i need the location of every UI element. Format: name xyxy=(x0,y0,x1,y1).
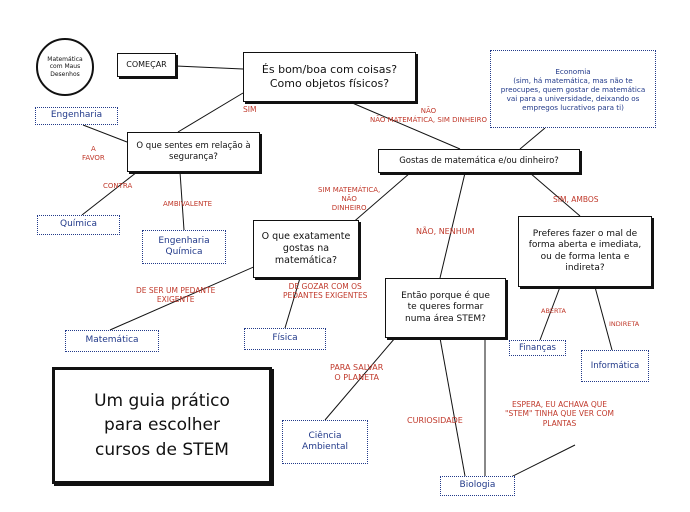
label-sim: SIM xyxy=(243,105,257,114)
answer-economia: Economia (sim, há matemática, mas não te… xyxy=(490,50,656,128)
edge-q5-ambiental xyxy=(324,337,396,421)
label-espera-plantas: ESPERA, EU ACHAVA QUE "STEM" TINHA QUE V… xyxy=(505,400,614,428)
start-label: COMEÇAR xyxy=(126,60,167,69)
answer-engenharia: Engenharia xyxy=(35,107,118,125)
edge-q3-q5 xyxy=(439,172,466,279)
question-physical-things: És bom/boa com coisas? Como objetos físi… xyxy=(243,52,416,102)
question-what-in-math: O que exatamente gostas na matemática? xyxy=(253,220,359,278)
answer-biologia: Biologia xyxy=(440,476,515,496)
edge-q2-engenharia xyxy=(82,124,128,143)
label-nao: NÃO NÃO MATEMÁTICA, SIM DINHEIRO xyxy=(370,107,487,124)
label-gozar: DE GOZAR COM OS PEDANTES EXIGENTES xyxy=(283,282,368,301)
edge-start-q1 xyxy=(175,65,244,70)
label-salvar-planeta: PARA SALVAR O PLANETA xyxy=(330,363,384,382)
answer-fisica: Física xyxy=(244,328,326,350)
answer-quimica: Química xyxy=(37,215,120,235)
question-math-or-money: Gostas de matemática e/ou dinheiro? xyxy=(378,149,580,173)
question-safety: O que sentes em relação à segurança? xyxy=(127,132,260,172)
label-contra: CONTRA xyxy=(103,182,133,190)
label-nao-nenhum: NÃO, NENHUM xyxy=(416,227,475,236)
edge-plantas-biologia xyxy=(504,444,576,481)
label-pedante: DE SER UM PEDANTE EXIGENTE xyxy=(136,286,216,305)
question-evil-style: Preferes fazer o mal de forma aberta e i… xyxy=(518,216,652,287)
answer-matematica: Matemática xyxy=(65,330,159,352)
edge-q6-informatica xyxy=(594,286,613,351)
label-sim-ambos: SIM, AMBOS xyxy=(553,195,599,204)
edge-q3-q6 xyxy=(529,172,581,217)
edge-q4-matematica xyxy=(109,261,266,331)
edge-q5-biologia xyxy=(439,337,466,477)
edge-q3-q4 xyxy=(349,172,411,226)
edge-q4-fisica xyxy=(284,277,301,329)
edge-q1-q3 xyxy=(349,101,461,150)
answer-ciencia-ambiental: Ciência Ambiental xyxy=(282,420,368,464)
logo-badge: Matemática com Maus Desenhos xyxy=(36,38,94,96)
answer-engenharia-quimica: Engenharia Química xyxy=(142,230,226,264)
edge-q1-q2 xyxy=(177,92,244,133)
edge-q3-economia xyxy=(519,127,546,150)
guide-title: Um guia prático para escolher cursos de … xyxy=(52,367,272,484)
label-curiosidade: CURIOSIDADE xyxy=(407,416,463,425)
answer-financas: Finanças xyxy=(509,340,566,356)
label-ambivalente: AMBIVALENTE xyxy=(163,200,213,208)
edge-q2-quimica xyxy=(81,171,138,216)
question-why-stem: Então porque é que te queres formar numa… xyxy=(385,278,506,338)
label-aberta: ABERTA xyxy=(541,307,566,315)
answer-informatica: Informática xyxy=(581,350,649,382)
edge-q2-engquimica xyxy=(179,171,185,231)
label-a-favor: A FAVOR xyxy=(82,145,105,162)
label-indireta: INDIRETA xyxy=(609,320,640,328)
start-box: COMEÇAR xyxy=(117,53,176,77)
label-sim-matematica: SIM MATEMÁTICA, NÃO DINHEIRO xyxy=(318,186,381,212)
edge-q6-financas xyxy=(539,286,561,341)
